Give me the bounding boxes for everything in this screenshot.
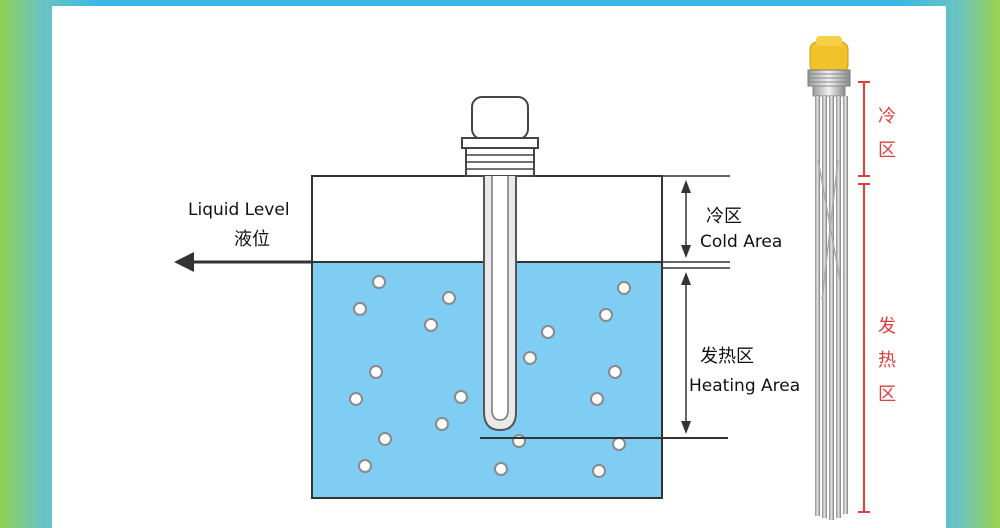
bubbles: [349, 275, 631, 478]
arrow-left-icon: [174, 252, 194, 272]
bubble: [494, 462, 508, 476]
bubble: [424, 318, 438, 332]
product-heat-label-3: 区: [878, 384, 896, 405]
product-heat-label-1: 发: [878, 316, 896, 337]
heater-tube-inner: [491, 176, 509, 421]
bubble: [435, 417, 449, 431]
heater-product-image: [807, 36, 870, 520]
cold-area-dimension: [662, 175, 730, 263]
bubble: [442, 291, 456, 305]
heating-area-dimension: [662, 267, 730, 434]
immersion-heater: [461, 96, 728, 439]
bubble: [454, 390, 468, 404]
bubble: [592, 464, 606, 478]
arrow-down-icon: [681, 421, 691, 434]
cold-area-label-cn: 冷区: [706, 206, 742, 227]
bubble: [353, 302, 367, 316]
bubble: [378, 432, 392, 446]
liquid-level-arrow: [174, 252, 312, 272]
arrow-up-icon: [681, 272, 691, 285]
bubble: [372, 275, 386, 289]
bubble: [512, 434, 526, 448]
liquid-level-label-cn: 液位: [234, 229, 270, 250]
bubble: [523, 351, 537, 365]
bubble: [369, 365, 383, 379]
arrow-down-icon: [681, 245, 691, 258]
cold-area-label-en: Cold Area: [700, 232, 782, 252]
heating-area-label-en: Heating Area: [689, 376, 800, 396]
heating-rods: [815, 96, 848, 520]
product-cold-label-2: 区: [878, 140, 896, 161]
yellow-cap-top: [816, 36, 842, 46]
bubble: [358, 459, 372, 473]
yellow-cap: [809, 41, 849, 73]
bubble: [617, 281, 631, 295]
bubble: [590, 392, 604, 406]
bubble: [599, 308, 613, 322]
heating-area-label-cn: 发热区: [700, 346, 754, 367]
product-heat-label-2: 热: [878, 350, 896, 371]
bubble: [349, 392, 363, 406]
heater-flange: [461, 137, 539, 149]
bubble: [612, 437, 626, 451]
liquid-level-label-en: Liquid Level: [188, 200, 290, 220]
arrow-up-icon: [681, 180, 691, 193]
product-cold-label-1: 冷: [878, 106, 896, 127]
bubble: [608, 365, 622, 379]
bubble: [541, 325, 555, 339]
heater-head: [471, 96, 529, 140]
